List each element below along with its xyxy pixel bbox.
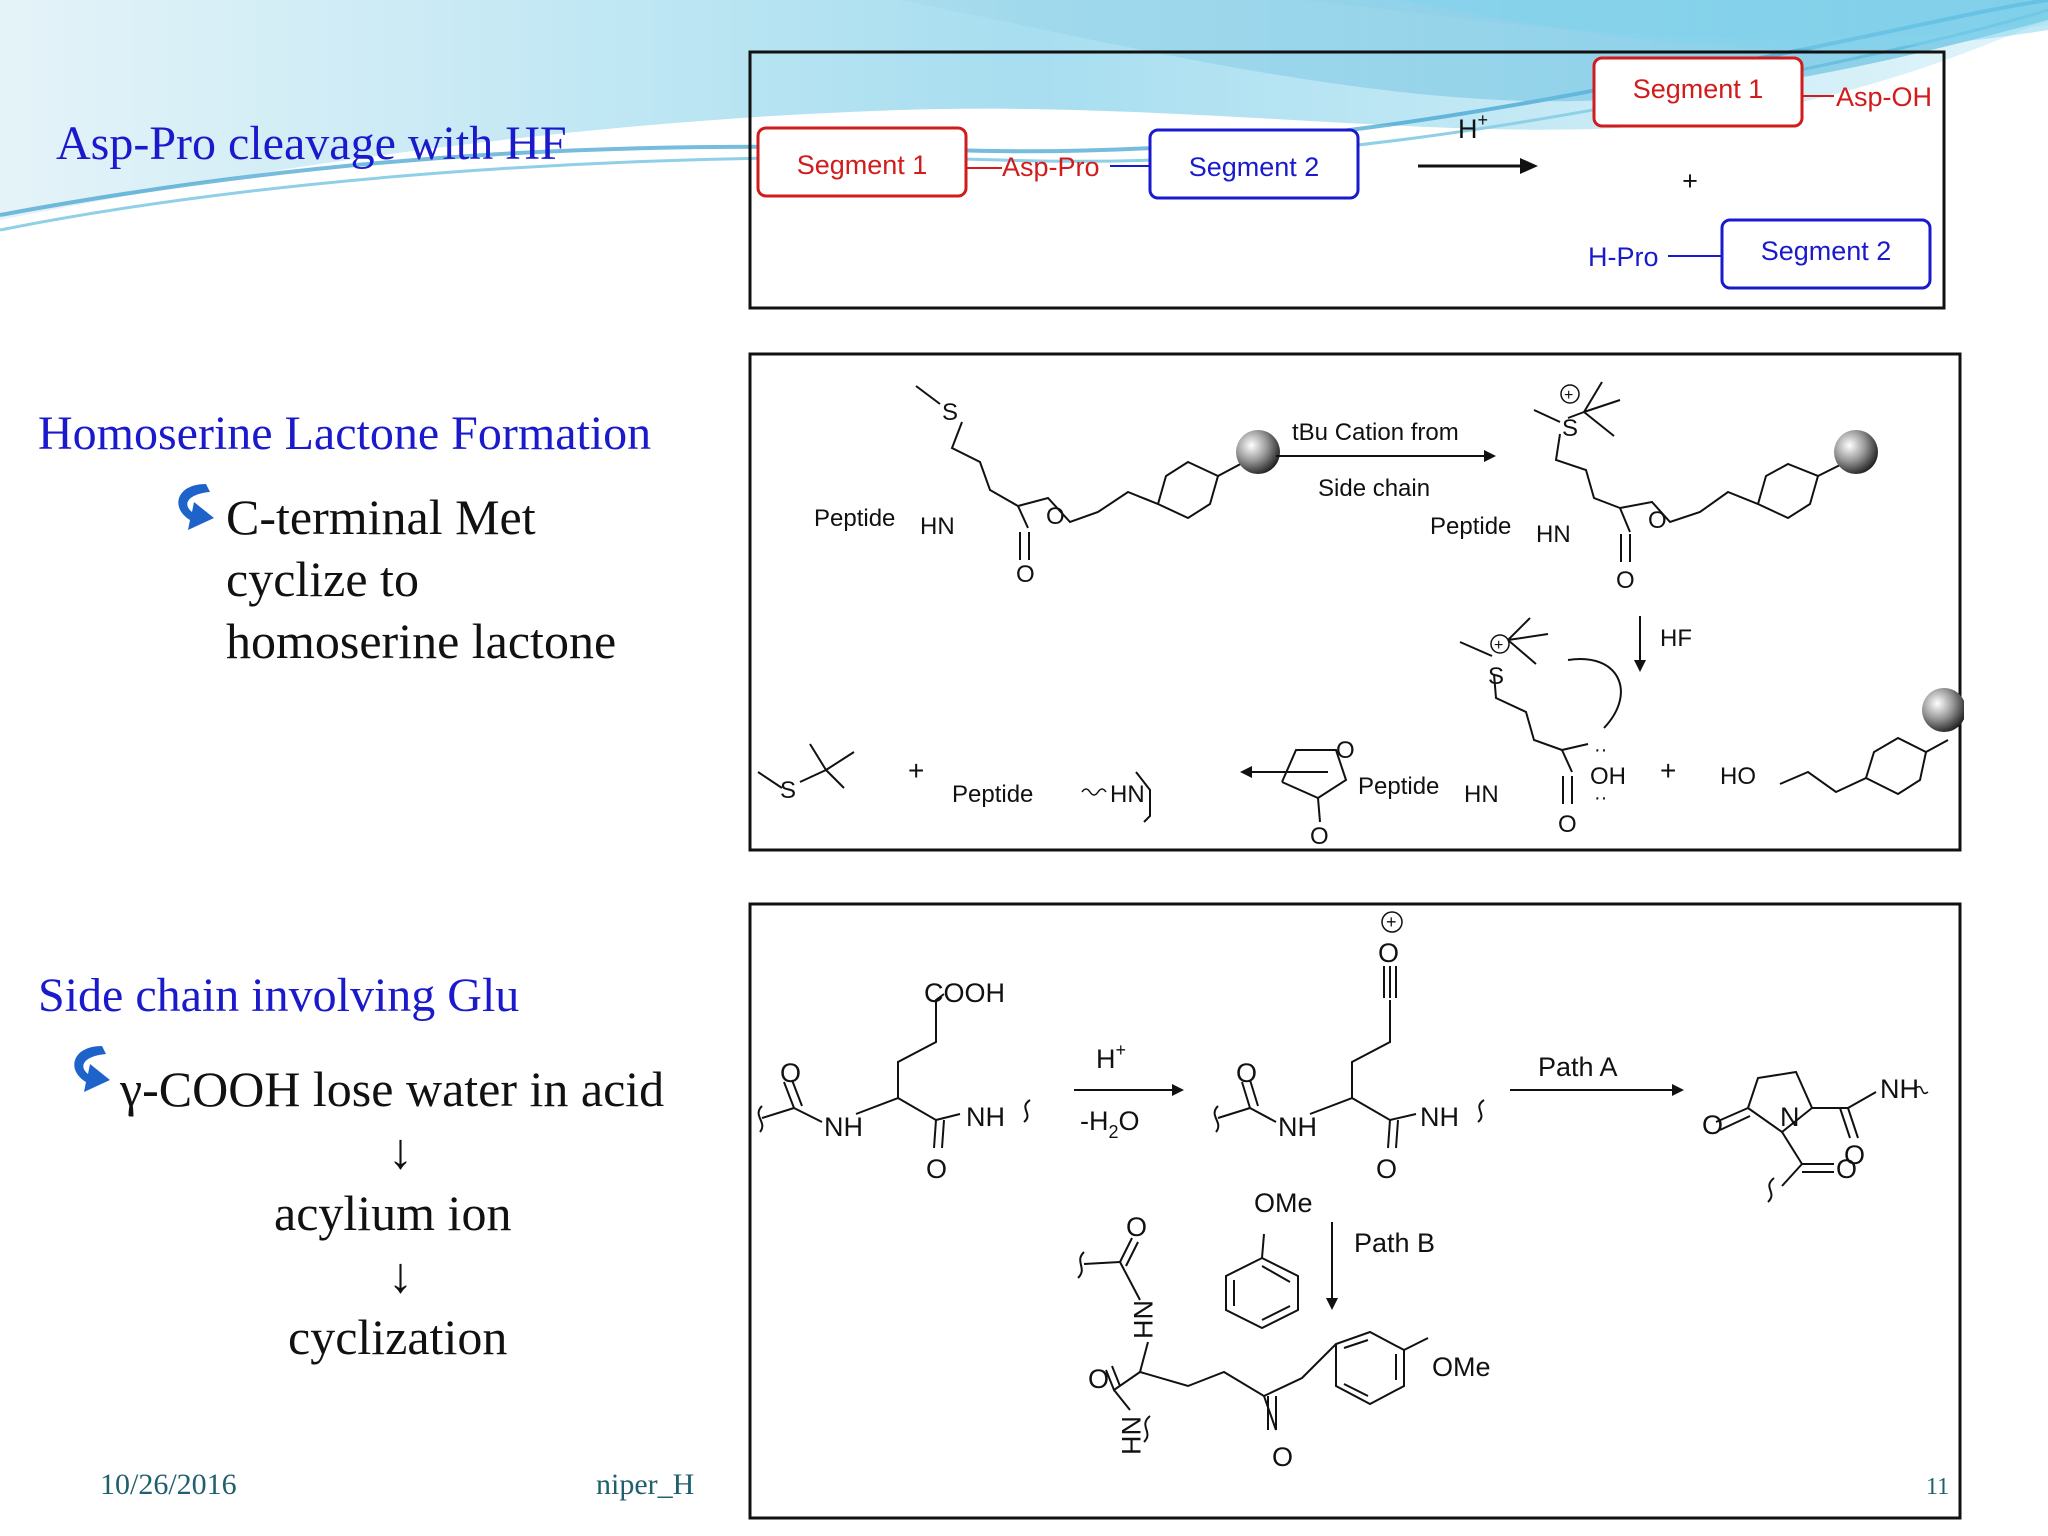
peptide-label-3: Peptide — [1358, 773, 1439, 800]
cooh-label: COOH — [924, 978, 1005, 1008]
svg-text:··: ·· — [1594, 787, 1607, 809]
svg-text:+: + — [1564, 387, 1573, 404]
asp-oh-label: Asp-OH — [1836, 82, 1932, 112]
section3-line-3: cyclization — [288, 1309, 508, 1365]
segment1-label: Segment 1 — [797, 150, 928, 180]
section2-line-3: homoserine lactone — [226, 613, 617, 669]
asp-pro-label: Asp-Pro — [1002, 152, 1100, 182]
ome-label-1: OMe — [1254, 1188, 1313, 1218]
o-label-2: O — [1016, 561, 1035, 588]
o-label-g9: O — [1126, 1212, 1147, 1242]
section3-arrow-1: ↓ — [388, 1123, 413, 1179]
section2-line-2: cyclize to — [226, 551, 419, 607]
product-segment1-label: Segment 1 — [1633, 74, 1764, 104]
oh-label: OH — [1590, 763, 1626, 790]
peptide-label-4: Peptide — [952, 781, 1033, 808]
nh-label-g6: NH — [1128, 1300, 1158, 1339]
s-atom-3: S — [1488, 663, 1504, 690]
page-number: 11 — [1926, 1474, 1949, 1500]
o-label-g11: O — [1272, 1442, 1293, 1472]
hf-label: HF — [1660, 625, 1692, 652]
footer-date: 10/26/2016 — [100, 1468, 237, 1501]
o-label-g5: O — [1376, 1154, 1397, 1184]
footer-author: niper_H — [596, 1468, 695, 1501]
product-segment2-label: Segment 2 — [1761, 236, 1892, 266]
o-label-g8: O — [1836, 1154, 1857, 1184]
o-label-g1: O — [780, 1058, 801, 1088]
o-label-7: O — [1310, 823, 1329, 850]
o-label-4: O — [1616, 567, 1635, 594]
s-atom-2: S — [1562, 415, 1578, 442]
section3-arrow-2: ↓ — [388, 1247, 413, 1303]
plus-sign-2: + — [908, 755, 924, 786]
path-a-label: Path A — [1538, 1052, 1618, 1082]
glu-side-chain-scheme: COOH O NH NH O H+ -H2O + O O NH NH O Pat… — [748, 902, 1962, 1520]
o-label-g10: O — [1088, 1364, 1109, 1394]
nh-label-g2: NH — [966, 1102, 1005, 1132]
plus-sign: + — [1682, 166, 1698, 196]
o-label-3: O — [1648, 507, 1667, 534]
nh-label-g1: NH — [824, 1112, 863, 1142]
o-label-5: O — [1558, 811, 1577, 838]
o-label-g3: O — [1378, 938, 1399, 968]
svg-text:+: + — [1494, 637, 1503, 654]
section2-title: Homoserine Lactone Formation — [38, 407, 652, 460]
acid-label: H+ — [1458, 110, 1488, 144]
n-label: N — [1780, 1102, 1800, 1132]
path-b-label: Path B — [1354, 1228, 1435, 1258]
hn-label-4: HN — [1110, 781, 1145, 808]
s-atom-4: S — [780, 777, 796, 804]
h-pro-label: H-Pro — [1588, 242, 1659, 272]
svg-text:+: + — [1386, 912, 1397, 932]
product-segment2-box — [1720, 218, 1932, 290]
minus-water-label: -H2O — [1080, 1106, 1140, 1142]
peptide-label-1: Peptide — [814, 505, 895, 532]
nh-label-g5: NH — [1880, 1074, 1919, 1104]
s-atom-1: S — [942, 399, 958, 426]
o-label-g7: O — [1844, 1140, 1865, 1170]
segment2-box — [1148, 128, 1360, 200]
o-label-g2: O — [926, 1154, 947, 1184]
ome-label-2: OMe — [1432, 1352, 1491, 1382]
reagent-line-1: tBu Cation from — [1292, 419, 1459, 446]
hn-label-1: HN — [920, 513, 955, 540]
peptide-label-2: Peptide — [1430, 513, 1511, 540]
product-segment1-box — [1592, 56, 1804, 128]
section1-title: Asp-Pro cleavage with HF — [56, 117, 567, 170]
svg-text:··: ·· — [1594, 739, 1607, 761]
nh-label-g3: NH — [1278, 1112, 1317, 1142]
curved-arrow-icon — [178, 484, 214, 530]
section3-line-1: γ-COOH lose water in acid — [120, 1061, 665, 1117]
plus-sign-1: + — [1660, 755, 1676, 786]
hn-label-3: HN — [1464, 781, 1499, 808]
segment2-label: Segment 2 — [1189, 152, 1320, 182]
o-label-1: O — [1046, 503, 1065, 530]
o-label-g6: O — [1702, 1110, 1723, 1140]
ho-label: HO — [1720, 763, 1756, 790]
section3-line-2: acylium ion — [274, 1185, 512, 1241]
reagent-line-2: Side chain — [1318, 475, 1430, 502]
curved-arrow-icon — [74, 1046, 110, 1092]
section3-title: Side chain involving Glu — [38, 969, 520, 1022]
nh-label-g4: NH — [1420, 1102, 1459, 1132]
hn-label-2: HN — [1536, 521, 1571, 548]
acid-label-g: H+ — [1096, 1040, 1126, 1074]
asp-pro-cleavage-scheme: Segment 1 Asp-Pro Segment 2 H+ Segment 1… — [748, 50, 1946, 310]
o-label-6: O — [1336, 737, 1355, 764]
o-label-g4: O — [1236, 1058, 1257, 1088]
section2-line-1: C-terminal Met — [226, 489, 536, 545]
nh-label-g7: NH — [1116, 1416, 1146, 1455]
homoserine-lactone-scheme: S Peptide HN O O tBu Cation from Side ch… — [748, 352, 1964, 852]
